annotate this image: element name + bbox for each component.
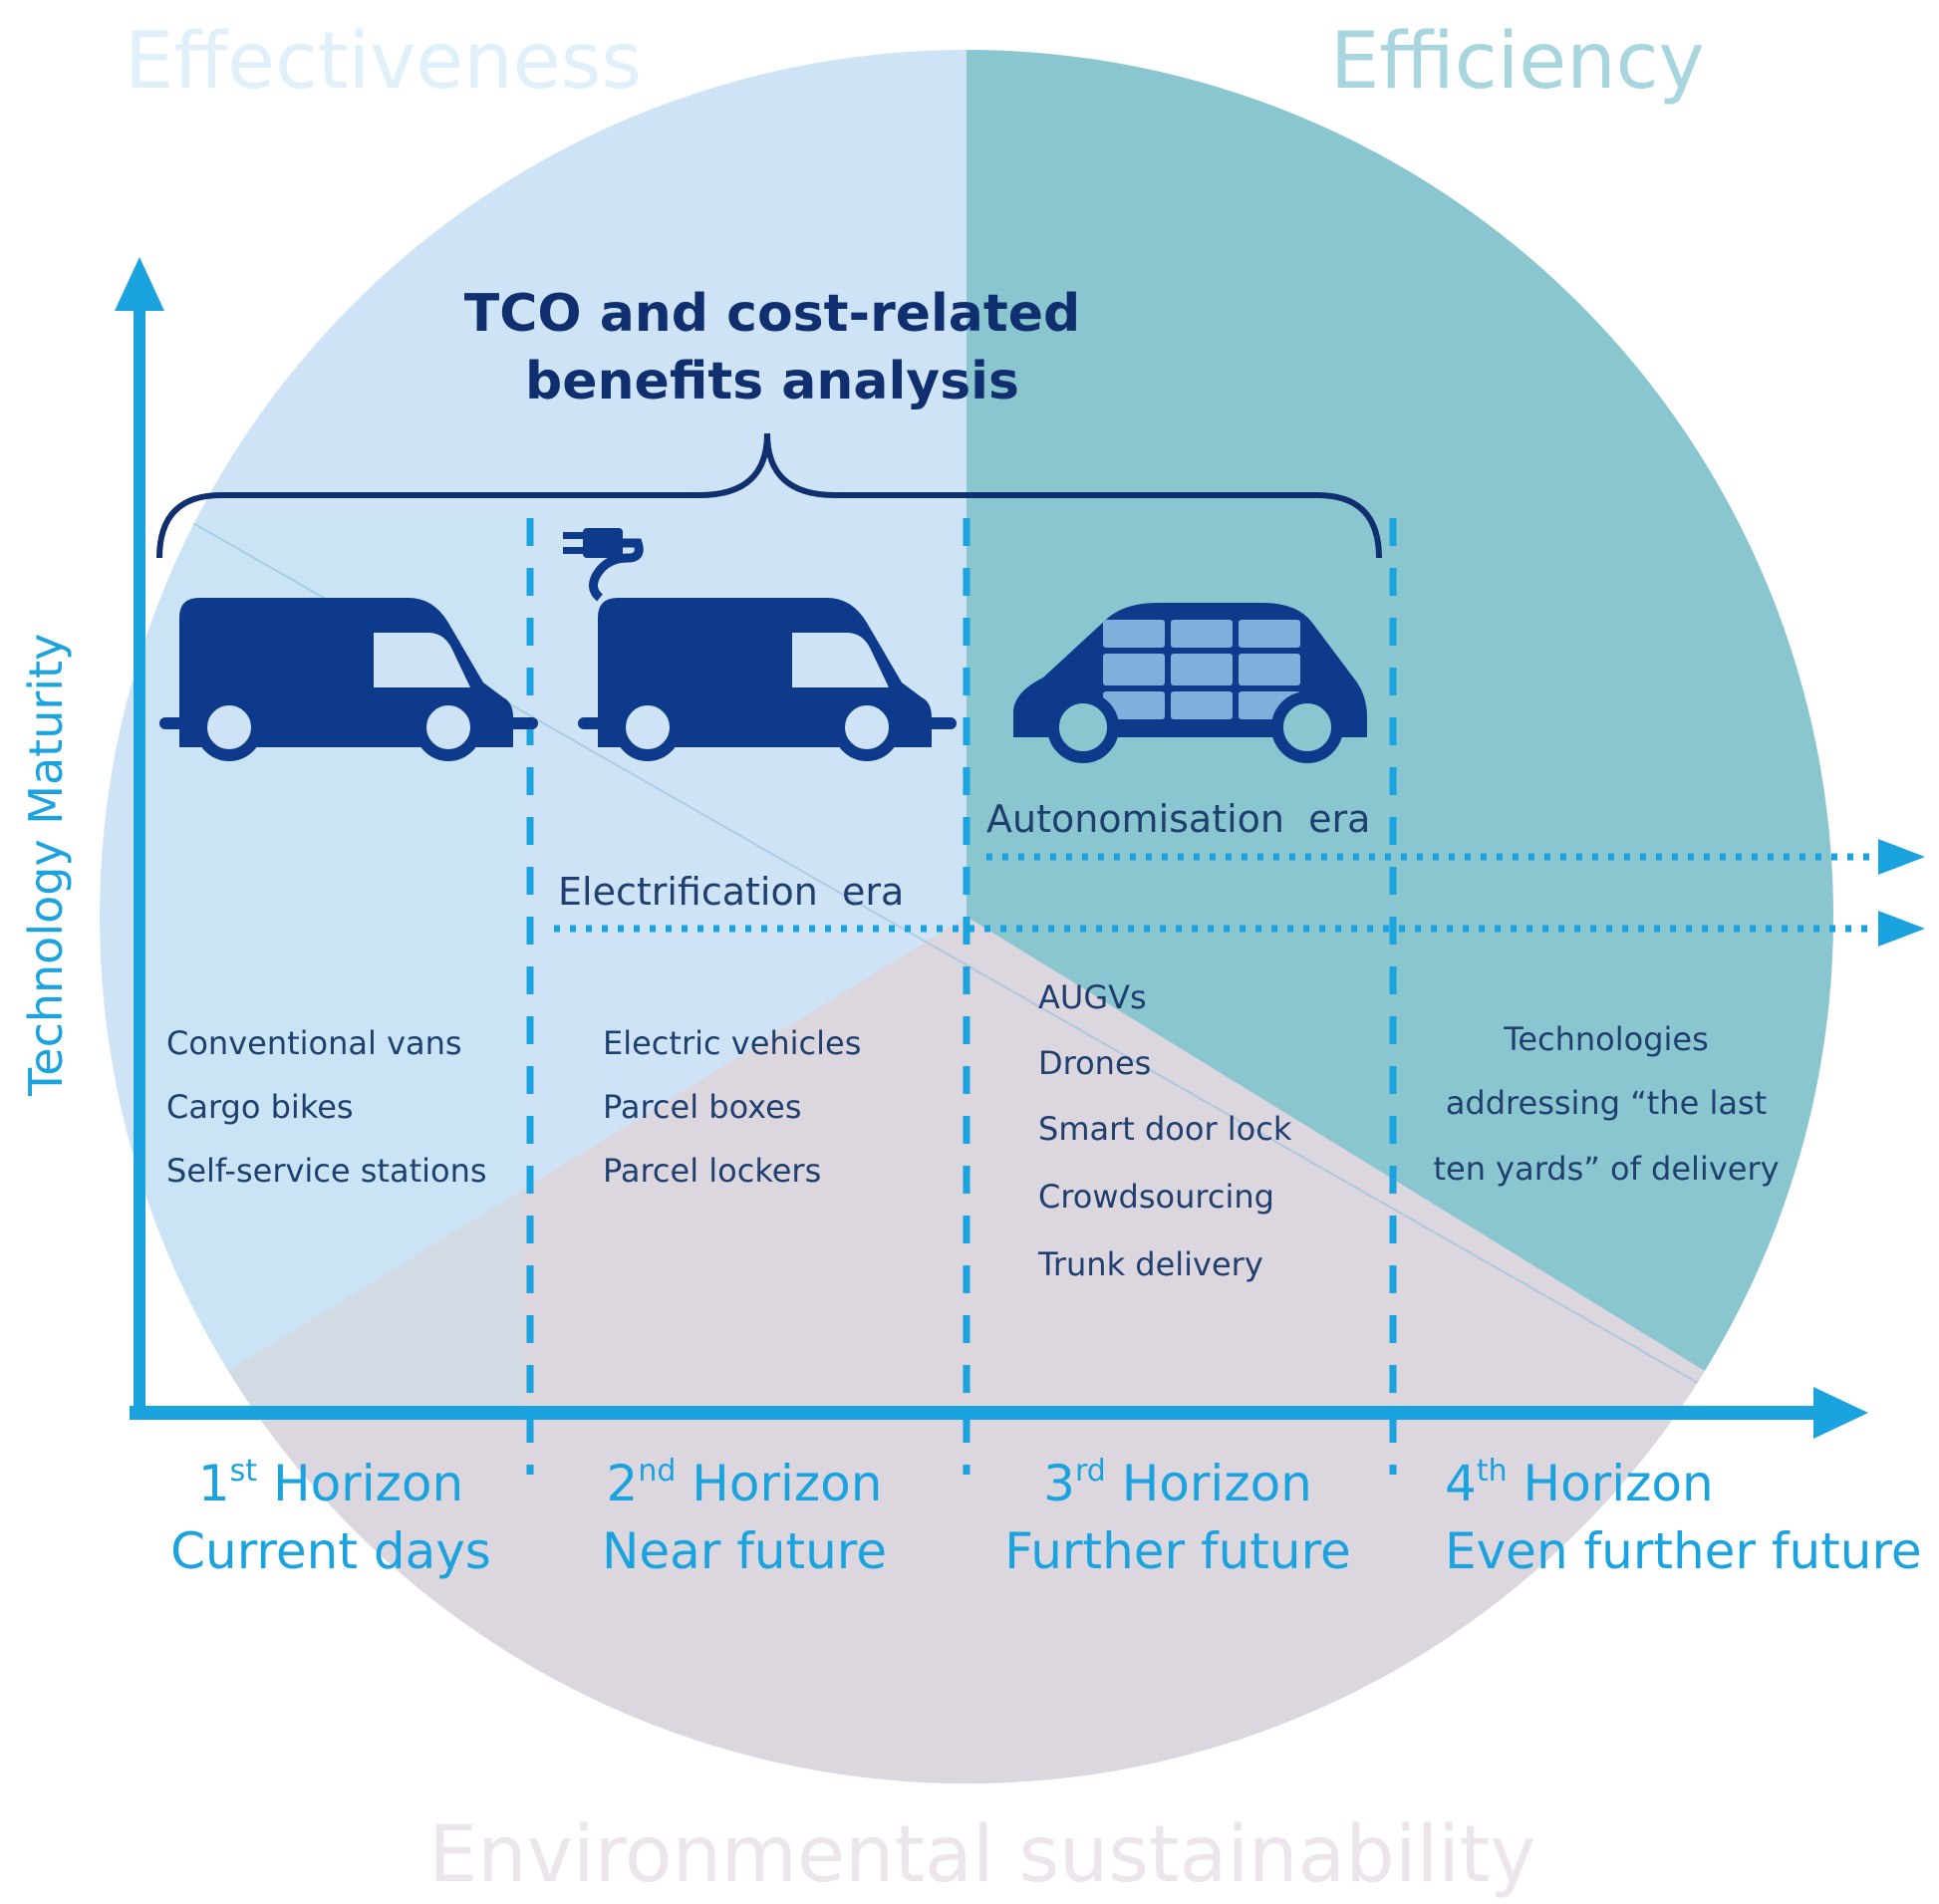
svg-text:1st Horizon: 1st Horizon [198, 1454, 463, 1512]
column-3-items: AUGVs Drones Smart door lock Crowdsourci… [1037, 978, 1292, 1283]
column-dividers [526, 518, 1397, 1475]
list-item: Parcel boxes [603, 1088, 801, 1126]
svg-text:Even further future: Even further future [1445, 1522, 1922, 1580]
list-item: Cargo bikes [166, 1088, 354, 1126]
list-item: Trunk delivery [1037, 1245, 1263, 1283]
electrification-era-arrow-head [1878, 911, 1925, 947]
list-item: AUGVs [1038, 978, 1147, 1016]
list-item: Smart door lock [1038, 1110, 1292, 1148]
autonomous-van-icon [1013, 603, 1367, 763]
horizon-4-label: 4th Horizon Even further future [1445, 1454, 1922, 1580]
list-item: Self-service stations [166, 1152, 487, 1190]
svg-text:Near future: Near future [602, 1522, 887, 1580]
list-item: addressing “the last [1446, 1084, 1767, 1122]
x-axis-arrow [1813, 1387, 1868, 1439]
column-4-items: Technologies addressing “the last ten ya… [1433, 1020, 1779, 1188]
list-item: ten yards” of delivery [1433, 1150, 1779, 1188]
sustainability-title: Environmental sustainability [428, 1810, 1536, 1900]
efficiency-title: Efficiency [1330, 17, 1705, 107]
effectiveness-title: Effectiveness [125, 17, 642, 107]
horizon-2-label: 2nd Horizon Near future [602, 1454, 887, 1580]
list-item: Technologies [1503, 1020, 1709, 1058]
autonomisation-era-arrow-head [1878, 839, 1925, 875]
list-item: Drones [1038, 1044, 1151, 1082]
tco-bracket [156, 432, 1382, 559]
autonomisation-era-label: Autonomisation era [986, 797, 1370, 841]
electrification-era-label: Electrification era [558, 870, 904, 914]
svg-text:4th Horizon: 4th Horizon [1445, 1454, 1714, 1512]
svg-text:Current days: Current days [170, 1522, 491, 1580]
svg-text:3rd Horizon: 3rd Horizon [1043, 1454, 1312, 1512]
horizon-3-label: 3rd Horizon Further future [1004, 1454, 1351, 1580]
list-item: Conventional vans [166, 1024, 462, 1062]
column-2-items: Electric vehicles Parcel boxes Parcel lo… [603, 1024, 861, 1190]
list-item: Electric vehicles [603, 1024, 861, 1062]
conventional-van-icon [159, 598, 538, 761]
y-axis-arrow [115, 257, 164, 311]
tco-label-line1: TCO and cost-related [464, 284, 1081, 344]
svg-text:Further future: Further future [1004, 1522, 1351, 1580]
column-1-items: Conventional vans Cargo bikes Self-servi… [166, 1024, 487, 1190]
horizon-1-label: 1st Horizon Current days [170, 1454, 491, 1580]
electric-van-icon [563, 528, 957, 761]
list-item: Crowdsourcing [1038, 1178, 1274, 1216]
list-item: Parcel lockers [603, 1152, 821, 1190]
tco-label-line2: benefits analysis [525, 352, 1019, 411]
svg-text:2nd Horizon: 2nd Horizon [607, 1454, 883, 1512]
y-axis-label: Technology Maturity [19, 634, 73, 1097]
